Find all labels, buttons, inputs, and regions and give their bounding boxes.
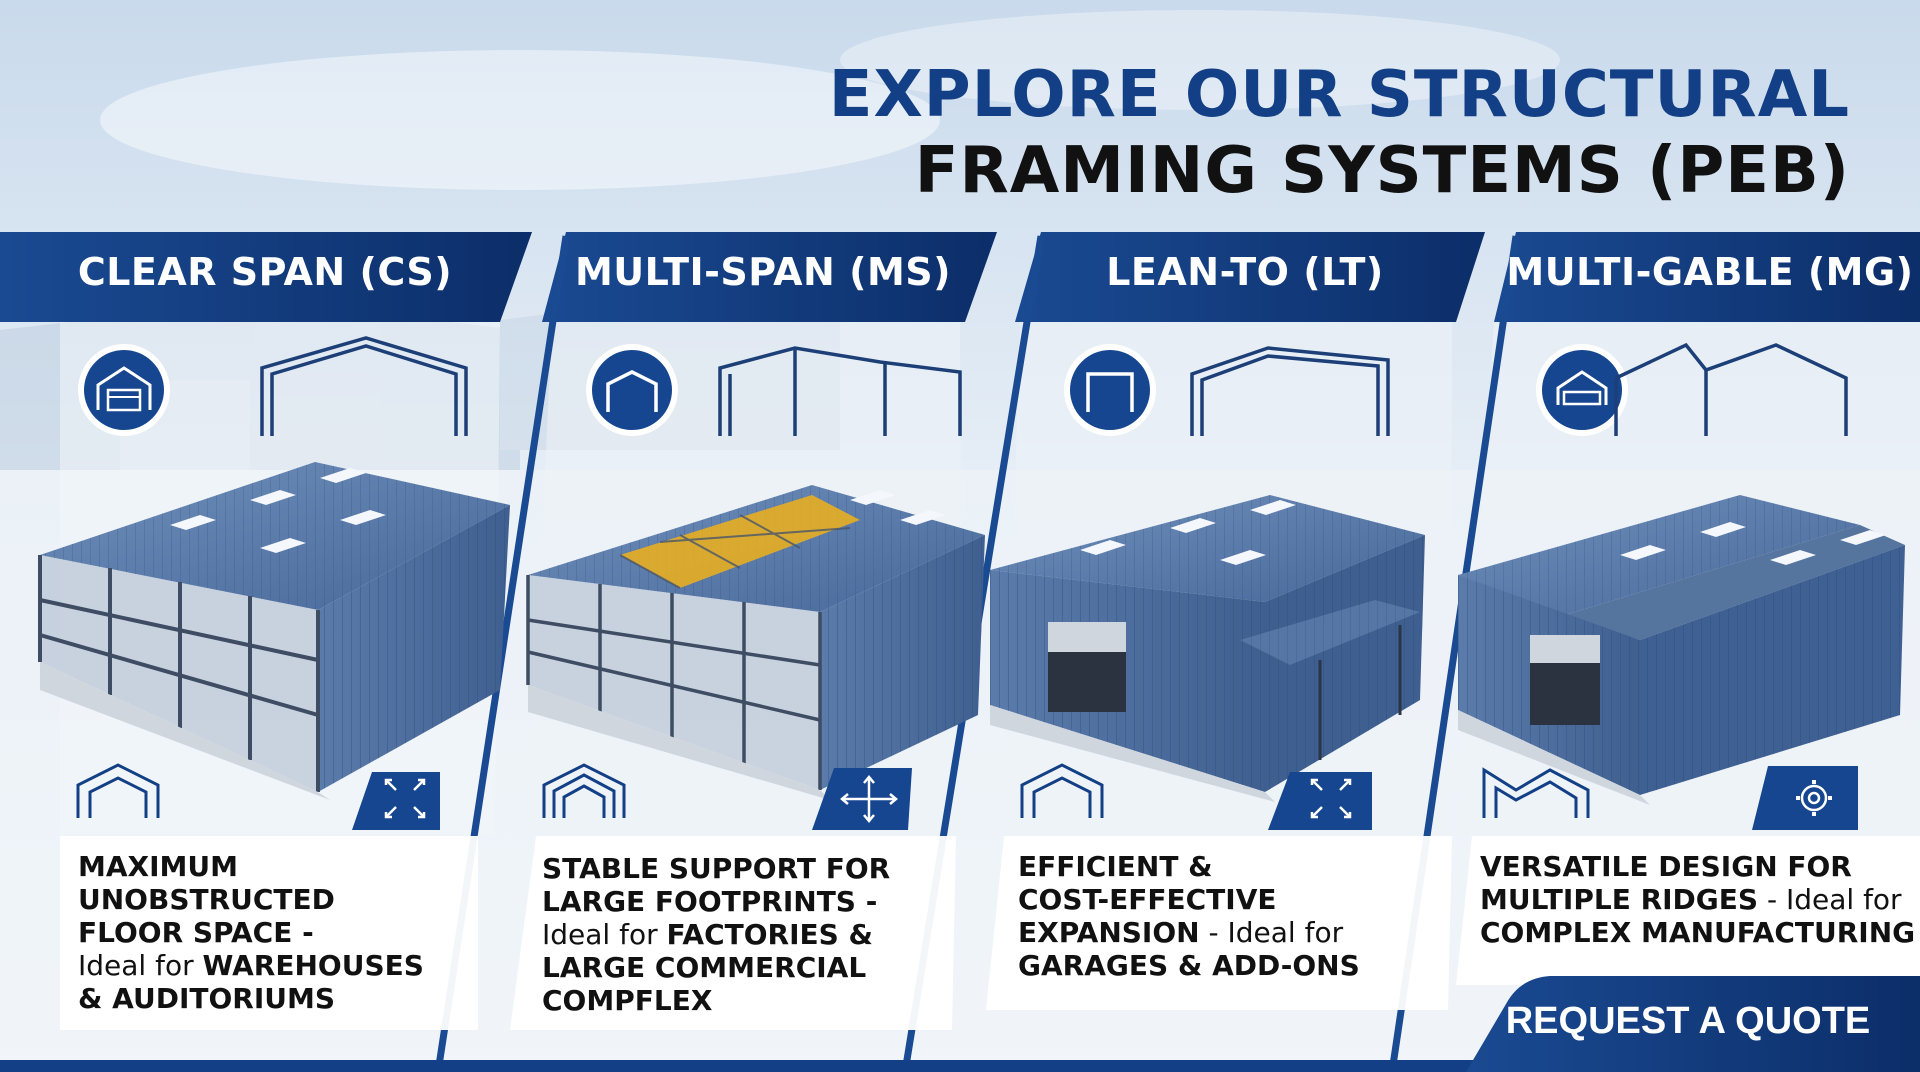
- card4-frame-outline: [1614, 342, 1848, 436]
- request-quote-button[interactable]: REQUEST A QUOTE: [1505, 999, 1871, 1042]
- title-line-2: FRAMING SYSTEMS (PEB): [914, 133, 1850, 208]
- card2-frame-outline: [718, 346, 962, 436]
- header-bands: [0, 232, 1920, 322]
- card-desc-clear-span: MAXIMUM UNOBSTRUCTED FLOOR SPACE - Ideal…: [78, 850, 424, 1015]
- card2-building: [526, 485, 985, 800]
- card1-building: [38, 462, 510, 800]
- card4-corner-icon: [1752, 766, 1858, 830]
- card1-badge: [78, 344, 170, 436]
- card2-badge: [586, 344, 678, 436]
- title-line-1: EXPLORE OUR STRUCTURAL: [828, 58, 1850, 132]
- card3-building: [990, 495, 1425, 802]
- card3-frame-outline: [1190, 346, 1390, 436]
- card4-badge: [1536, 344, 1628, 436]
- card1-profile-icon: [76, 763, 160, 818]
- card-title-lean-to: LEAN-TO (LT): [1106, 250, 1384, 294]
- card-title-multi-gable: MULTI-GABLE (MG): [1506, 250, 1914, 294]
- card4-building: [1458, 495, 1905, 805]
- cta-shape: [1466, 976, 1920, 1072]
- card-desc-lean-to: EFFICIENT & COST-EFFECTIVE EXPANSION - I…: [1018, 850, 1360, 982]
- card-desc-multi-span: STABLE SUPPORT FOR LARGE FOOTPRINTS - Id…: [542, 852, 891, 1017]
- page-title: EXPLORE OUR STRUCTURAL FRAMING SYSTEMS (…: [829, 58, 1850, 209]
- card2-corner-icon: [812, 768, 912, 830]
- card-title-clear-span: CLEAR SPAN (CS): [77, 250, 453, 294]
- card1-corner-icon: [352, 772, 440, 830]
- card-title-multi-span: MULTI-SPAN (MS): [574, 250, 951, 294]
- card1-frame-outline: [260, 336, 468, 436]
- card3-badge: [1064, 344, 1156, 436]
- card3-corner-icon: [1268, 772, 1372, 830]
- card3-profile-icon: [1020, 763, 1104, 818]
- card-desc-multi-gable: VERSATILE DESIGN FOR MULTIPLE RIDGES - I…: [1480, 850, 1916, 949]
- card4-profile-icon: [1482, 767, 1590, 818]
- card2-profile-icon: [542, 763, 626, 818]
